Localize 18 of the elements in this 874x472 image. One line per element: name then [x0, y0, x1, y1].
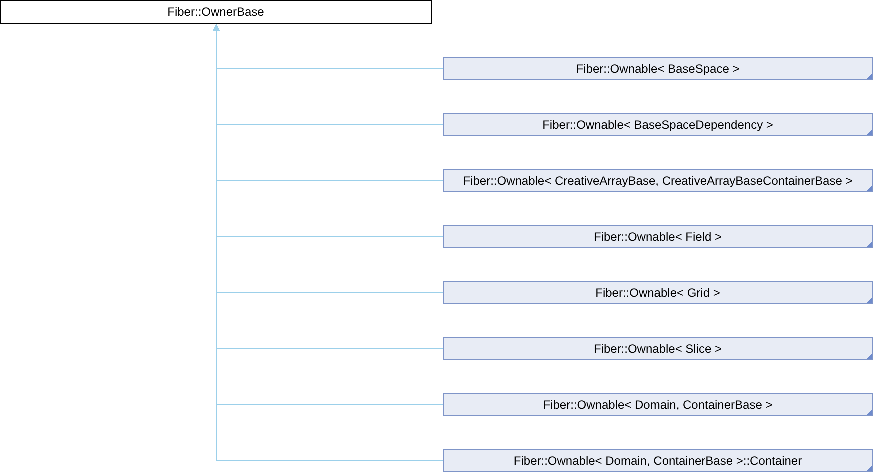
class-name: Fiber::Ownable< BaseSpace > — [576, 62, 740, 74]
class-name: Fiber::Ownable< Domain, ContainerBase > — [543, 398, 773, 410]
class-box — [443, 449, 873, 472]
class-name: Fiber::Ownable< Grid > — [596, 286, 720, 298]
class-box — [443, 113, 873, 136]
class-box — [0, 0, 432, 24]
class-box — [443, 169, 873, 192]
class-name: Fiber::Ownable< BaseSpaceDependency > — [542, 118, 774, 130]
class-box — [443, 225, 873, 248]
class-box — [443, 337, 873, 360]
class-name: Fiber::Ownable< Slice > — [594, 342, 722, 354]
class-name: Fiber::Ownable< Field > — [594, 230, 722, 242]
class-name: Fiber::Ownable< Domain, ContainerBase >::Container — [514, 454, 802, 466]
class-box — [443, 57, 873, 80]
class-name: Fiber::Ownable< CreativeArrayBase, CreativeArrayBaseContainerBase > — [463, 174, 853, 186]
class-box — [443, 393, 873, 416]
class-name: Fiber::OwnerBase — [168, 6, 264, 18]
class-box — [443, 281, 873, 304]
